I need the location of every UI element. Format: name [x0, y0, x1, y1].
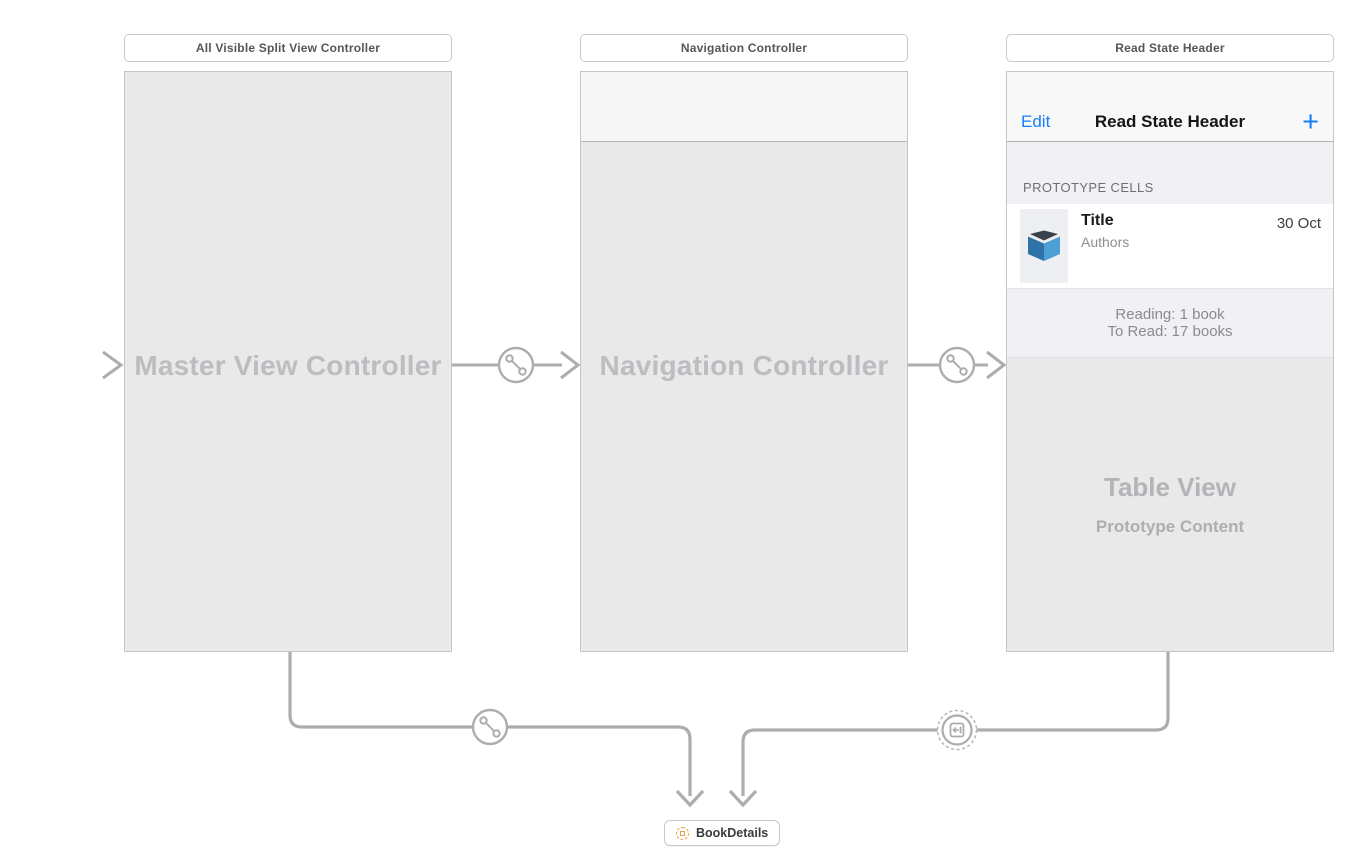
summary-line: Reading: 1 book	[1115, 306, 1225, 323]
reading-summary-footer: Reading: 1 book To Read: 17 books	[1007, 289, 1333, 358]
scene-ribbon-label: Navigation Controller	[680, 41, 808, 55]
split-view-placeholder-label: Master View Controller	[134, 350, 442, 381]
navigation-placeholder-label: Navigation Controller	[599, 350, 889, 381]
segue-split-to-navigation[interactable]	[452, 346, 581, 384]
table-view-placeholder-subtitle: Prototype Content	[1095, 517, 1245, 536]
segue-split-to-bookdetails[interactable]	[288, 652, 705, 808]
cell-title: Title	[1081, 212, 1114, 229]
scene-ribbon-label: All Visible Split View Controller	[195, 41, 381, 55]
link-icon	[479, 716, 501, 738]
summary-line: To Read: 17 books	[1107, 323, 1233, 340]
scene-read-state-header[interactable]: Edit Read State Header + PROTOTYPE CELLS…	[1006, 71, 1334, 652]
edit-button[interactable]: Edit	[1021, 112, 1051, 131]
prototype-cells-section-header: PROTOTYPE CELLS	[1007, 142, 1333, 204]
cell-subtitle: Authors	[1081, 234, 1130, 250]
navbar-title[interactable]: Read State Header	[1094, 112, 1246, 131]
scene-navigation-controller[interactable]: Navigation Controller	[580, 71, 908, 652]
scene-ribbon-split-view[interactable]: All Visible Split View Controller	[124, 34, 452, 62]
prototype-cell[interactable]: Title Authors 30 Oct	[1007, 204, 1333, 289]
read-navigation-bar[interactable]: Edit Read State Header +	[1007, 72, 1333, 142]
storyboard-reference-icon	[676, 826, 689, 840]
navigation-bar[interactable]	[581, 72, 907, 142]
table-view[interactable]: Table View Prototype Content	[1007, 358, 1333, 651]
scene-ribbon-read-state[interactable]: Read State Header	[1006, 34, 1334, 62]
scene-split-view-controller[interactable]: Master View Controller	[124, 71, 452, 652]
storyboard-reference-segue-icon	[936, 709, 978, 751]
cell-detail-date: 30 Oct	[1276, 215, 1321, 232]
storyboard-reference-bookdetails[interactable]: BookDetails	[664, 820, 781, 846]
section-header-label: PROTOTYPE CELLS	[1023, 180, 1154, 195]
segue-navigation-to-read-state[interactable]	[908, 346, 1007, 384]
scene-ribbon-navigation[interactable]: Navigation Controller	[580, 34, 908, 62]
link-icon	[505, 354, 527, 376]
segue-read-state-to-bookdetails[interactable]	[728, 652, 1170, 808]
storyboard-reference-label: BookDetails	[696, 826, 769, 840]
book-icon	[1020, 209, 1068, 283]
table-view-placeholder-title: Table View	[1104, 472, 1236, 502]
link-icon	[946, 354, 968, 376]
initial-view-controller-arrow[interactable]	[26, 350, 124, 380]
add-button[interactable]: +	[1302, 106, 1319, 138]
scene-ribbon-label: Read State Header	[1115, 41, 1225, 55]
